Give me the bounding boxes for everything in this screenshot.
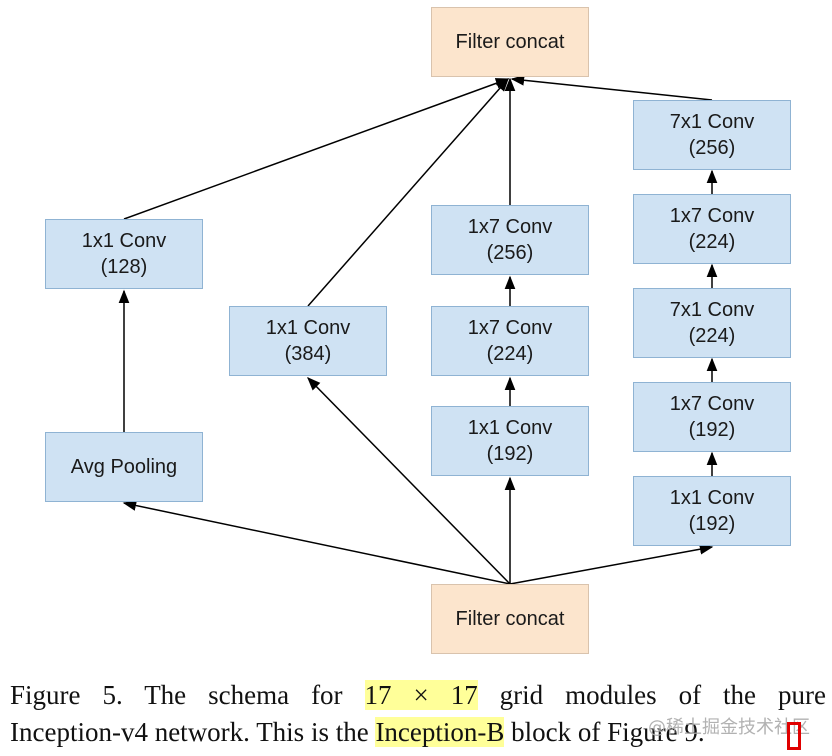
avg-pooling: Avg Pooling xyxy=(45,432,203,502)
caption-highlight-block: Inception-B xyxy=(375,717,505,747)
filter-concat-top-label: Filter concat xyxy=(455,31,565,53)
branch1-conv-name: 1x1 Conv xyxy=(81,230,167,252)
branch4-conv3-7x1: 7x1 Conv (224) xyxy=(633,288,791,358)
red-highlight-box xyxy=(787,722,801,750)
branch2-conv-filters: (384) xyxy=(284,343,332,365)
caption-line-2: Inception-v4 network. This is the Incept… xyxy=(10,714,826,751)
branch3-conv1-name: 1x1 Conv xyxy=(467,417,553,439)
branch3-conv3-name: 1x7 Conv xyxy=(467,216,553,238)
branch3-conv2-filters: (224) xyxy=(486,343,534,365)
filter-concat-top: Filter concat xyxy=(431,7,589,77)
branch4-conv2-1x7: 1x7 Conv (192) xyxy=(633,382,791,452)
caption-line-1: Figure 5. The schema for 17 × 17 grid mo… xyxy=(10,677,826,714)
branch4-conv1-name: 1x1 Conv xyxy=(669,487,755,509)
branch4-conv1-1x1: 1x1 Conv (192) xyxy=(633,476,791,546)
branch4-conv2-name: 1x7 Conv xyxy=(669,393,755,415)
figure-caption: Figure 5. The schema for 17 × 17 grid mo… xyxy=(10,677,826,751)
branch3-conv2-name: 1x7 Conv xyxy=(467,317,553,339)
edge-bottom-to-avgpool xyxy=(122,500,511,585)
edge-b2-to-top xyxy=(307,77,509,307)
branch4-conv5-7x1: 7x1 Conv (256) xyxy=(633,100,791,170)
branch2-conv-name: 1x1 Conv xyxy=(265,317,351,339)
branch4-conv3-filters: (224) xyxy=(688,325,736,347)
branch1-conv-1x1: 1x1 Conv (128) xyxy=(45,219,203,289)
caption-line1-start: Figure 5. The schema for xyxy=(10,680,365,710)
avg-pooling-label: Avg Pooling xyxy=(70,456,178,478)
caption-line2-end: block of Figure 9. xyxy=(504,717,705,747)
caption-line2-start: Inception-v4 network. This is the xyxy=(10,717,376,747)
diagram-edges xyxy=(118,74,718,585)
filter-concat-bottom-label: Filter concat xyxy=(455,608,565,630)
filter-concat-bottom: Filter concat xyxy=(431,584,589,654)
watermark: @稀土掘金技术社区 xyxy=(648,717,810,738)
branch4-conv4-name: 1x7 Conv xyxy=(669,205,755,227)
branch3-conv2-1x7: 1x7 Conv (224) xyxy=(431,306,589,376)
branch3-conv3-filters: (256) xyxy=(486,242,534,264)
branch4-conv4-1x7: 1x7 Conv (224) xyxy=(633,194,791,264)
branch3-conv1-filters: (192) xyxy=(486,443,534,465)
branch4-conv1-filters: (192) xyxy=(688,513,736,535)
branch2-conv-1x1: 1x1 Conv (384) xyxy=(229,306,387,376)
branch1-conv-filters: (128) xyxy=(100,256,148,278)
edge-bottom-to-b2 xyxy=(307,377,511,585)
caption-highlight-grid: 17 × 17 xyxy=(364,680,478,710)
branch4-conv4-filters: (224) xyxy=(688,231,736,253)
branch4-conv5-filters: (256) xyxy=(688,137,736,159)
edge-bottom-to-b4 xyxy=(509,543,714,585)
branch4-conv5-name: 7x1 Conv xyxy=(669,111,755,133)
edge-b4-to-top xyxy=(510,74,713,101)
branch4-conv2-filters: (192) xyxy=(688,419,736,441)
branch3-conv1-1x1: 1x1 Conv (192) xyxy=(431,406,589,476)
branch4-conv3-name: 7x1 Conv xyxy=(669,299,755,321)
caption-line1-end: grid modules of the pure xyxy=(477,680,826,710)
branch3-conv3-1x7: 1x7 Conv (256) xyxy=(431,205,589,275)
edge-b1-to-top xyxy=(123,78,510,220)
